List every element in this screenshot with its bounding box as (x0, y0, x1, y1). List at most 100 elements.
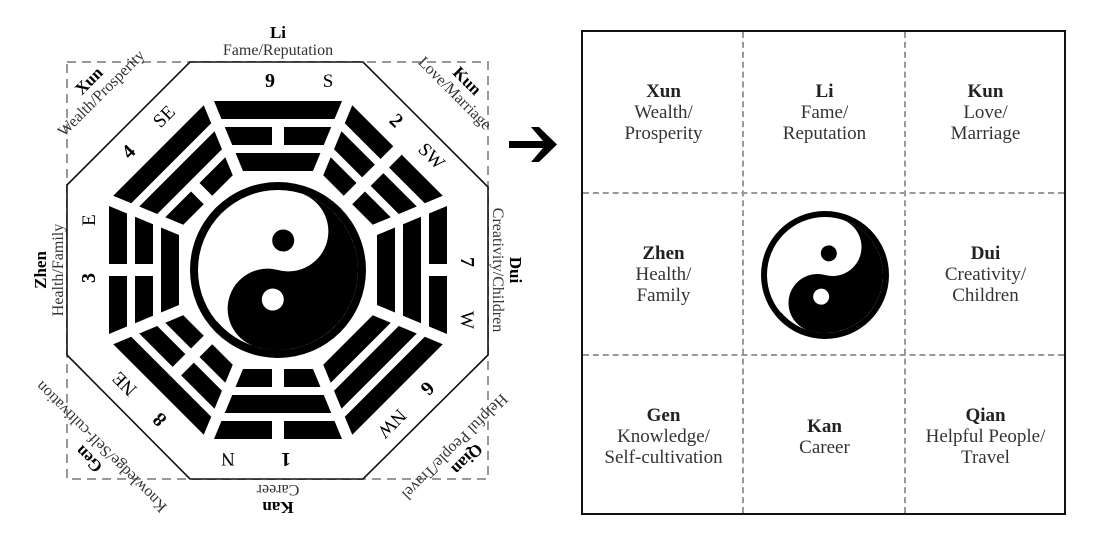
area-name: Kun (967, 81, 1004, 102)
area-meaning: Love/ (963, 102, 1008, 123)
trigram-line-solid (224, 395, 332, 413)
trigram-line-broken-half (429, 276, 447, 335)
yin-yang-icon (760, 210, 889, 339)
area-name: Dui (970, 243, 1001, 264)
trigram-line-broken-half (344, 105, 394, 159)
trigram-zhen (109, 205, 179, 335)
area-name: Qian (965, 405, 1006, 426)
trigram-line-solid (235, 153, 321, 171)
area-meaning: Fame/Reputation (223, 42, 333, 59)
area-name: Li (270, 23, 286, 42)
grid-cell-dui: Dui Creativity/ Children (905, 194, 1066, 355)
area-number: 3 (78, 273, 100, 283)
area-meaning: Creativity/ (944, 264, 1027, 285)
trigram-line-solid (323, 315, 391, 383)
grid-cell-kan: Kan Career (744, 356, 905, 517)
trigram-line-solid (344, 336, 443, 435)
yin-yang-icon (190, 182, 366, 358)
trigram-line-broken-half (199, 344, 233, 383)
trigram-line-solid (139, 131, 222, 214)
area-meaning: Love/Marriage (414, 54, 494, 134)
trigram-line-broken-half (139, 326, 186, 367)
right-arrow-icon (509, 127, 557, 162)
trigram-line-broken-half (135, 276, 153, 324)
area-meaning: Wealth/ (634, 102, 693, 123)
area-meaning: Fame/ (800, 102, 849, 123)
direction-label: N (221, 448, 235, 469)
area-name: Kan (807, 415, 842, 437)
grid-cell-xun: Xun Wealth/ Prosperity (583, 32, 744, 193)
trigram-line-broken-half (429, 205, 447, 264)
trigram-xun (113, 105, 233, 225)
trigram-line-solid (113, 105, 212, 204)
trigram-qian (323, 315, 443, 435)
trigram-dui (377, 205, 447, 335)
grid-cell-kun: Kun Love/ Marriage (905, 32, 1066, 193)
trigram-line-solid (377, 227, 395, 313)
trigram-line-broken-half (323, 157, 357, 196)
trigram-line-broken-half (109, 276, 127, 335)
area-meaning: Travel (961, 447, 1010, 468)
trigram-line-solid (334, 326, 417, 409)
trigram-line-broken-half (284, 127, 332, 145)
trigram-line-broken-half (165, 315, 204, 349)
area-meaning: Knowledge/ (617, 426, 710, 447)
trigram-line-broken-half (352, 191, 391, 225)
trigram-line-broken-half (334, 131, 375, 178)
trigram-line-broken-half (213, 421, 272, 439)
area-meaning: Helpful People/ (925, 426, 1046, 447)
grid-cell-center (744, 194, 905, 355)
direction-label: W (456, 311, 477, 329)
area-number: 7 (456, 257, 478, 267)
trigrams (109, 101, 447, 439)
direction-label: E (79, 214, 100, 226)
trigram-kun (323, 105, 443, 225)
trigram-line-solid (213, 101, 343, 119)
trigram-line-broken-half (284, 421, 343, 439)
grid-divider-horizontal (583, 354, 1064, 356)
area-name: Li (815, 81, 834, 102)
trigram-li (213, 101, 343, 171)
trigram-line-broken-half (235, 369, 272, 387)
trigram-line-broken-half (284, 369, 321, 387)
area-meaning: Health/Family (50, 224, 67, 316)
trigram-line-broken-half (135, 216, 153, 264)
area-meaning: Marriage (950, 123, 1021, 144)
area-meaning: Reputation (782, 123, 867, 144)
area-number: 1 (281, 448, 291, 470)
grid-cell-zhen: Zhen Health/ Family (583, 194, 744, 355)
grid-cell-gen: Gen Knowledge/ Self-cultivation (583, 356, 744, 517)
area-name: Gen (646, 405, 681, 426)
trigram-line-broken-half (389, 154, 443, 204)
area-meaning: Career (799, 436, 850, 458)
area-meaning: Children (952, 285, 1019, 306)
area-meaning: Self-cultivation (604, 447, 723, 468)
area-meaning: Creativity/Children (489, 208, 506, 332)
grid-divider-vertical (904, 32, 906, 513)
trigram-line-broken-half (165, 191, 204, 225)
trigram-line-solid (403, 216, 421, 324)
area-name: Zhen (642, 243, 685, 264)
grid-divider-vertical (742, 32, 744, 513)
trigram-kan (213, 369, 343, 439)
area-name: Xun (646, 81, 681, 102)
area-number: 9 (265, 70, 275, 92)
trigram-line-broken-half (224, 127, 272, 145)
area-meaning: Health/ (635, 264, 692, 285)
grid-cell-li: Li Fame/ Reputation (744, 32, 905, 193)
area-meaning: Career (256, 481, 299, 498)
area-meaning: Prosperity (624, 123, 703, 144)
bagua-grid: Xun Wealth/ Prosperity Li Fame/ Reputati… (581, 30, 1066, 515)
area-name: Dui (506, 257, 525, 284)
direction-label: S (323, 71, 334, 92)
area-name: Kan (262, 498, 294, 517)
trigram-line-broken-half (199, 157, 233, 196)
grid-divider-horizontal (583, 192, 1064, 194)
trigram-line-solid (161, 227, 179, 313)
area-name: Zhen (31, 251, 50, 289)
grid-cell-qian: Qian Helpful People/ Travel (905, 356, 1066, 517)
trigram-line-broken-half (109, 205, 127, 264)
trigram-line-broken-half (370, 173, 417, 214)
trigram-line-broken-half (181, 362, 222, 409)
